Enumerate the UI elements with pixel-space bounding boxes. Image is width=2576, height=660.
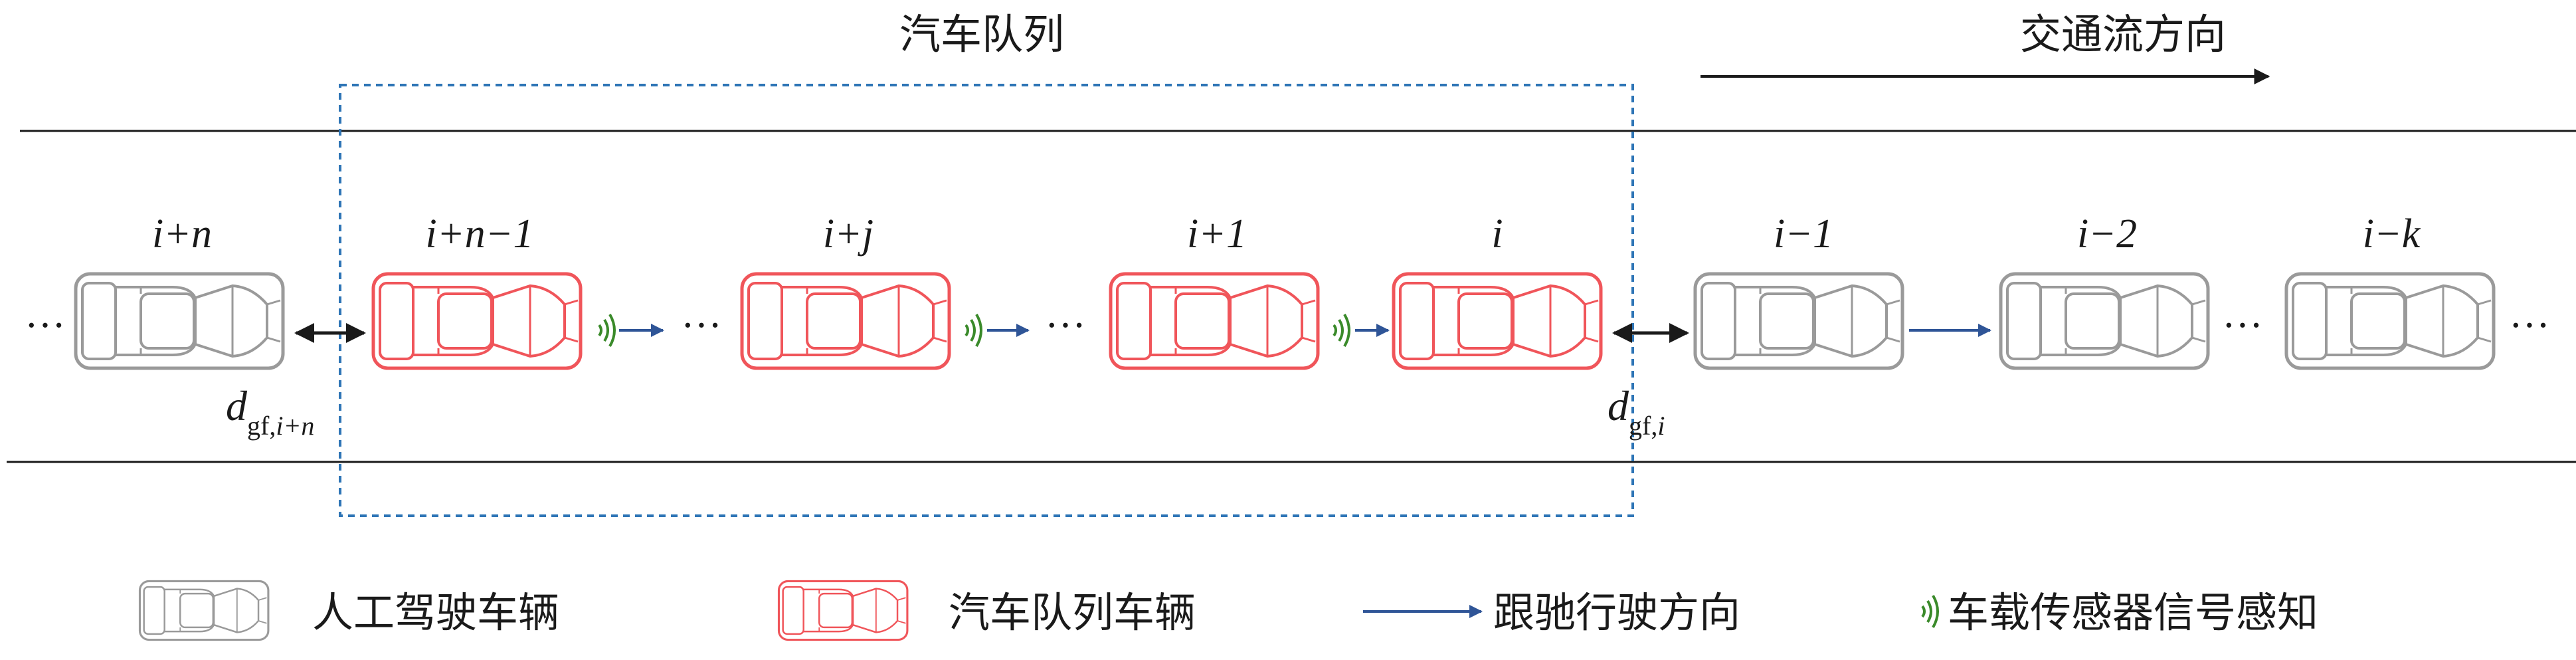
traffic-direction-label: 交通流方向 — [2020, 10, 2226, 58]
legend-platoon-car-icon — [777, 580, 909, 641]
legend-human-label: 人工驾驶车辆 — [312, 588, 559, 637]
legend-human-car-icon — [138, 580, 270, 641]
legend-platoon-label: 汽车队列车辆 — [949, 588, 1196, 637]
vehicle-label-4: i — [1491, 211, 1503, 257]
legend-sensor-label: 车载传感器信号感知 — [1948, 588, 2318, 637]
gap-label-i-plus-n: dgf,i+n — [226, 382, 314, 441]
vehicle-label-5: i−1 — [1774, 211, 1833, 257]
car-platoon-3 — [1111, 274, 1318, 368]
legend-sensor-icon — [1921, 594, 1939, 629]
platoon-title: 汽车队列 — [899, 10, 1064, 58]
vehicle-label-3: i+1 — [1187, 211, 1247, 257]
sensor-signal-icon — [598, 313, 616, 348]
gap-label-main: d — [226, 382, 248, 429]
vehicle-label-7: i−k — [2363, 211, 2421, 257]
gap-label-sub: gf, — [247, 411, 276, 441]
gap-label-sub: gf, — [1629, 411, 1657, 441]
platoon-box — [339, 84, 1634, 517]
vehicle-label-6: i−2 — [2077, 211, 2137, 257]
vehicle-label-2: i+j — [823, 211, 874, 257]
car-platoon-1 — [373, 274, 581, 368]
sensor-signal-icon — [1333, 313, 1350, 348]
car-human-7 — [2286, 274, 2494, 368]
vehicle-label-1: i+n−1 — [426, 211, 534, 257]
gap-label-sub-var: i+n — [276, 411, 314, 441]
vehicle-label-0: i+n — [152, 211, 212, 257]
ellipsis-right: ··· — [2509, 303, 2550, 348]
gap-label-i: dgf,i — [1608, 382, 1665, 441]
ellipsis-2: ··· — [1045, 303, 1086, 348]
car-human-5 — [1695, 274, 1902, 368]
gap-label-main: d — [1608, 382, 1629, 429]
car-human-0 — [76, 274, 283, 368]
sensor-signal-icon — [965, 313, 982, 348]
car-human-6 — [2001, 274, 2208, 368]
ellipsis-1: ··· — [681, 303, 722, 348]
car-platoon-2 — [742, 274, 949, 368]
car-platoon-4 — [1394, 274, 1601, 368]
ellipsis-left: ··· — [25, 303, 66, 348]
ellipsis-3: ··· — [2222, 303, 2263, 348]
legend-follow-label: 跟驰行驶方向 — [1493, 588, 1740, 637]
gap-label-sub-var: i — [1657, 411, 1665, 441]
